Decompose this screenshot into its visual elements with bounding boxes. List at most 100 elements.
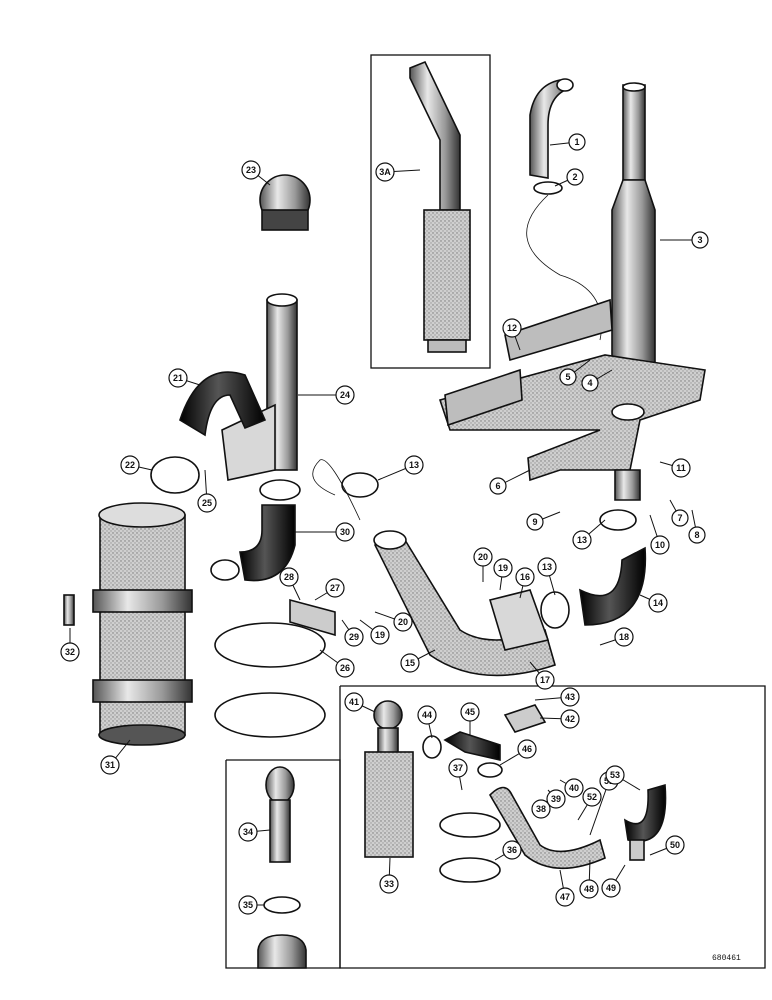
callout-40: 40 xyxy=(559,778,584,798)
inset-box-lower-left xyxy=(225,759,341,969)
inset-box-vertical-exhaust xyxy=(370,54,491,369)
callout-number: 49 xyxy=(606,883,616,893)
callout-number: 19 xyxy=(375,630,385,640)
callout-6: 6 xyxy=(489,469,531,495)
callout-circle xyxy=(601,878,621,898)
callout-circle xyxy=(614,627,634,647)
callout-10: 10 xyxy=(649,514,670,555)
callout-circle xyxy=(572,530,592,550)
reference-code: 680461 xyxy=(712,954,741,963)
callout-circle xyxy=(238,895,258,915)
callout-circle xyxy=(379,874,399,894)
callout-circle xyxy=(671,458,691,478)
callout-circle xyxy=(325,578,345,598)
callout-3: 3 xyxy=(660,231,709,249)
callout-number: 46 xyxy=(522,744,532,754)
callout-number: 48 xyxy=(584,884,594,894)
callout-43: 43 xyxy=(534,687,580,707)
callout-circle xyxy=(370,625,390,645)
callout-number: 13 xyxy=(542,562,552,572)
callout-circle xyxy=(605,765,625,785)
callout-layer: 1233A45678910111213131314151617181919202… xyxy=(60,133,709,915)
callout-12: 12 xyxy=(502,318,522,351)
callout-number: 7 xyxy=(677,513,682,523)
callout-number: 3A xyxy=(379,167,391,177)
callout-11: 11 xyxy=(659,458,691,478)
callout-35: 35 xyxy=(238,895,264,915)
callout-circle xyxy=(650,535,670,555)
callout-49: 49 xyxy=(601,864,626,898)
mounting-band-26-upper xyxy=(214,622,326,668)
callout-number: 4 xyxy=(587,378,592,388)
callout-21: 21 xyxy=(168,368,201,388)
callout-circle xyxy=(531,799,551,819)
callout-number: 44 xyxy=(422,710,432,720)
callout-circle xyxy=(502,318,522,338)
callout-circle xyxy=(568,133,586,151)
callout-42: 42 xyxy=(539,709,580,729)
callout-number: 40 xyxy=(569,783,579,793)
callout-13: 13 xyxy=(537,557,557,596)
callout-48: 48 xyxy=(579,859,599,899)
clamp-22 xyxy=(150,456,200,494)
callout-30: 30 xyxy=(295,522,355,542)
callout-number: 17 xyxy=(540,675,550,685)
callout-number: 11 xyxy=(676,463,686,473)
callout-circle xyxy=(665,835,685,855)
callout-number: 2 xyxy=(572,172,577,182)
callout-number: 23 xyxy=(246,165,256,175)
callout-4: 4 xyxy=(581,369,613,392)
callout-number: 30 xyxy=(340,527,350,537)
elbow-hose-30 xyxy=(239,504,296,582)
callout-number: 25 xyxy=(202,498,212,508)
intake-tube-47 xyxy=(488,786,606,870)
callout-circle xyxy=(502,840,522,860)
callout-circle xyxy=(417,705,437,725)
callout-number: 10 xyxy=(655,540,665,550)
callout-29: 29 xyxy=(341,619,364,647)
callout-circle xyxy=(515,567,535,587)
callout-circle xyxy=(335,658,355,678)
callout-number: 19 xyxy=(498,563,508,573)
callout-number: 37 xyxy=(453,763,463,773)
callout-number: 26 xyxy=(340,663,350,673)
clamp-2 xyxy=(533,181,563,195)
callout-31: 31 xyxy=(100,739,131,775)
callout-38: 38 xyxy=(531,797,551,819)
callout-number: 24 xyxy=(340,390,350,400)
callout-47: 47 xyxy=(555,869,575,907)
callout-number: 50 xyxy=(670,840,680,850)
callout-22: 22 xyxy=(120,455,153,475)
callout-circle xyxy=(344,627,364,647)
callout-37: 37 xyxy=(448,758,468,791)
callout-number: 20 xyxy=(398,617,408,627)
elbow-hose-53 xyxy=(623,783,667,843)
bracket-16 xyxy=(488,589,550,651)
callout-number: 36 xyxy=(507,845,517,855)
callout-number: 29 xyxy=(349,632,359,642)
callout-41: 41 xyxy=(344,692,376,713)
callout-number: 5 xyxy=(565,372,570,382)
mounting-band-26-lower xyxy=(214,692,326,738)
callout-circle xyxy=(691,231,709,249)
callout-number: 8 xyxy=(694,530,699,540)
callout-number: 20 xyxy=(478,552,488,562)
clamp-13-middle xyxy=(540,591,570,629)
callout-circle xyxy=(120,455,140,475)
callout-27: 27 xyxy=(314,578,345,601)
callout-number: 6 xyxy=(495,481,500,491)
callout-number: 12 xyxy=(507,323,517,333)
callout-circle xyxy=(400,653,420,673)
callout-circle xyxy=(493,558,513,578)
callout-circle xyxy=(560,687,580,707)
callout-33: 33 xyxy=(379,857,399,894)
callout-50: 50 xyxy=(649,835,685,856)
callout-number: 52 xyxy=(587,792,597,802)
callout-circle xyxy=(404,455,424,475)
callout-circle xyxy=(60,642,80,662)
clamp-35 xyxy=(263,896,301,914)
elbow-hose-21 xyxy=(179,371,267,437)
callout-28: 28 xyxy=(279,567,301,601)
callout-number: 14 xyxy=(653,598,663,608)
